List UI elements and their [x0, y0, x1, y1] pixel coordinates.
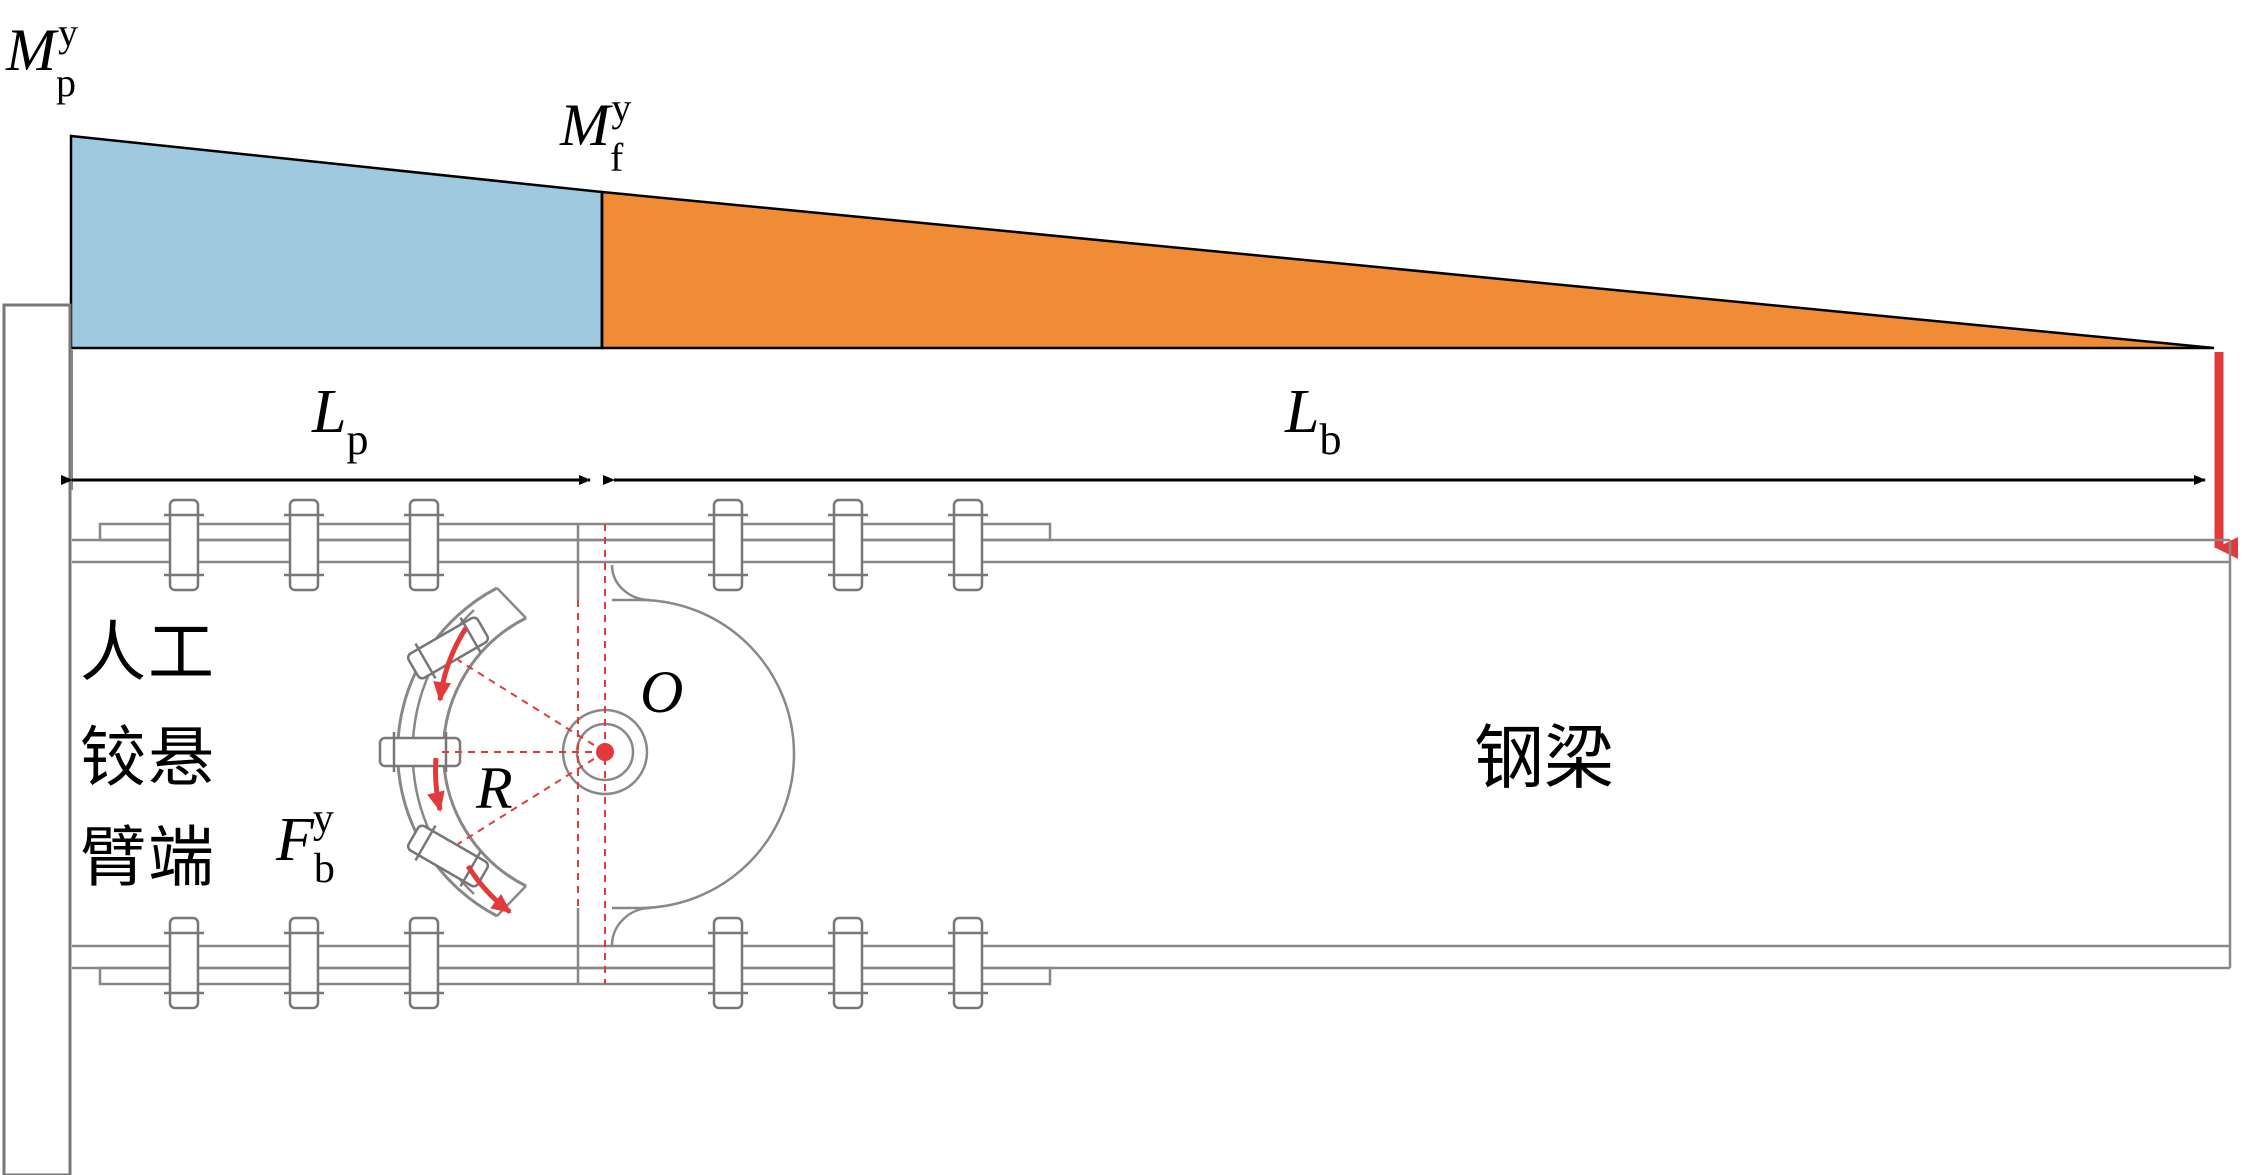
radius-r-label: R: [475, 755, 513, 821]
hinge-center-dot: [596, 743, 614, 761]
hinge-name-line-2: 铰悬: [80, 719, 216, 796]
top-bolts: [164, 498, 988, 592]
beam-moment-zone: [600, 190, 2215, 350]
rotation-arrows: [427, 626, 512, 914]
hinge-name-line-3: 臂端: [80, 819, 216, 896]
arc-bolts: [378, 616, 490, 888]
hinge-name-line-1: 人工: [80, 614, 216, 691]
bottom-bolts: [164, 916, 988, 1010]
lb-label: Lb: [1284, 378, 1341, 464]
hinge-moment-zone: [69, 134, 604, 350]
mf-label: Mfy: [559, 85, 631, 180]
center-o-label: O: [640, 659, 683, 725]
support-column: [2, 303, 72, 1175]
steel-beam-label: 钢梁: [1474, 717, 1614, 799]
mp-label: Mpy: [5, 10, 78, 105]
hinge-construction-lines: [440, 524, 606, 984]
fb-label: Fby: [275, 796, 335, 892]
dimension-line: [61, 350, 2206, 490]
lp-label: Lp: [311, 378, 368, 464]
hinge-name-label: 人工 铰悬 臂端: [80, 614, 216, 896]
moment-diagram: [69, 134, 2215, 350]
